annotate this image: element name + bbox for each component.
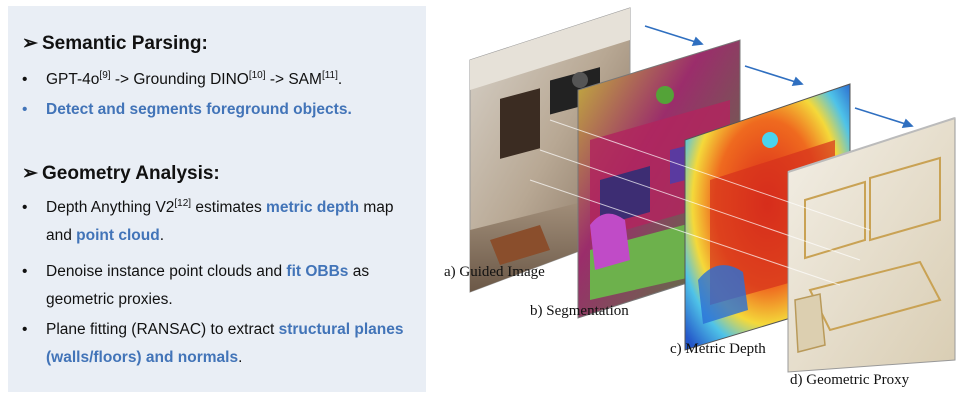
geometry-bullet-1-text: Depth Anything V2[12] estimates metric d… — [46, 197, 394, 244]
arrowhead-icon — [901, 118, 914, 128]
arrow-icon — [854, 107, 913, 127]
caption-guided-image: a) Guided Image — [444, 264, 545, 280]
caption-metric-depth: c) Metric Depth — [670, 341, 766, 357]
semantic-parsing-title-text: Semantic Parsing: — [42, 33, 208, 54]
geometry-bullet-2: • Denoise instance point clouds and fit … — [22, 258, 422, 314]
arrow-icon — [644, 25, 703, 45]
bullet-dot-icon: • — [22, 199, 28, 216]
layer-stack-illustration — [469, 7, 956, 373]
arrow-bullet-icon: ➢ — [22, 163, 38, 184]
semantic-bullet-2: • Detect and segments foreground objects… — [22, 96, 422, 124]
pipeline-diagram: a) Guided Image b) Segmentation c) Metri… — [440, 0, 960, 400]
geometry-bullet-3-text: Plane fitting (RANSAC) to extract struct… — [46, 321, 404, 366]
geometry-bullet-2-text: Denoise instance point clouds and fit OB… — [46, 263, 370, 308]
geometric-proxy-layer — [787, 117, 956, 373]
bullet-dot-icon: • — [22, 101, 28, 118]
caption-geometric-proxy: d) Geometric Proxy — [790, 372, 910, 388]
geometry-bullet-1: • Depth Anything V2[12] estimates metric… — [22, 194, 422, 250]
arrowhead-icon — [691, 36, 704, 46]
geometry-bullet-3: • Plane fitting (RANSAC) to extract stru… — [22, 316, 422, 372]
arrow-bullet-icon: ➢ — [22, 33, 38, 54]
geometry-analysis-title-text: Geometry Analysis: — [42, 163, 220, 184]
geometry-analysis-title: ➢Geometry Analysis: — [22, 162, 220, 185]
semantic-parsing-title: ➢Semantic Parsing: — [22, 32, 208, 55]
bullet-dot-icon: • — [22, 71, 28, 88]
bullet-dot-icon: • — [22, 321, 28, 338]
flow-arrows — [644, 25, 914, 128]
semantic-bullet-1: • GPT-4o[9] -> Grounding DINO[10] -> SAM… — [22, 66, 422, 94]
caption-segmentation: b) Segmentation — [530, 303, 629, 319]
semantic-bullet-2-text: Detect and segments foreground objects. — [46, 101, 352, 118]
semantic-bullet-1-text: GPT-4o[9] -> Grounding DINO[10] -> SAM[1… — [46, 69, 343, 88]
arrowhead-icon — [791, 76, 804, 86]
bullet-dot-icon: • — [22, 263, 28, 280]
projection-rays — [529, 119, 871, 286]
text-panel: ➢Semantic Parsing: • GPT-4o[9] -> Ground… — [8, 6, 426, 392]
arrow-icon — [744, 65, 803, 85]
